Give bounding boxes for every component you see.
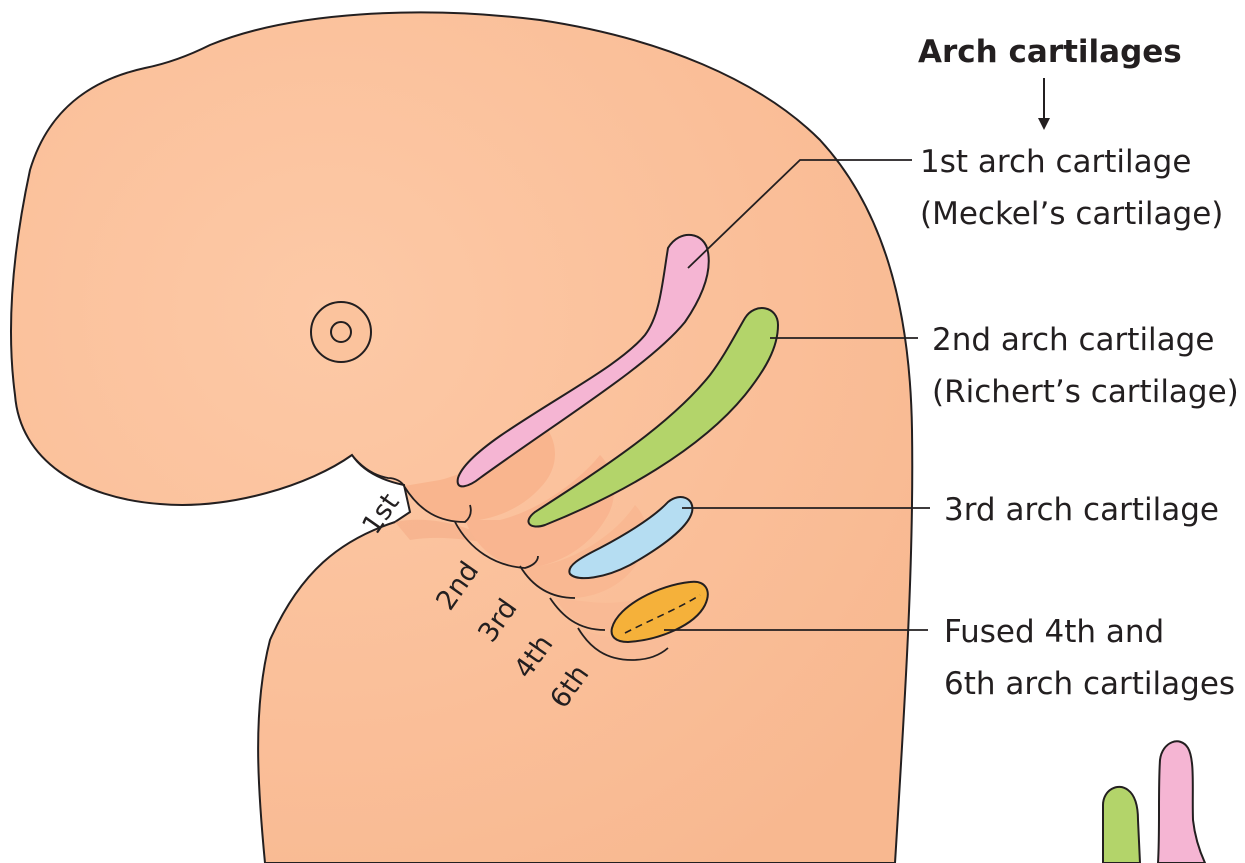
- label-fused-line1: Fused 4th and: [944, 614, 1164, 650]
- eye-inner-circle: [331, 322, 351, 342]
- label-first-arch-line1: 1st arch cartilage: [920, 144, 1191, 180]
- bottom-pink-cartilage: [1158, 741, 1205, 863]
- label-third-arch: 3rd arch cartilage: [944, 492, 1219, 528]
- embryo-body: [11, 12, 912, 863]
- label-second-arch-line2: (Richert’s cartilage): [932, 374, 1239, 410]
- label-second-arch-line1: 2nd arch cartilage: [932, 322, 1214, 358]
- heading-arch-cartilages: Arch cartilages: [918, 34, 1182, 70]
- label-first-arch-line2: (Meckel’s cartilage): [920, 196, 1223, 232]
- label-fused-line2: 6th arch cartilages: [944, 666, 1235, 702]
- bottom-green-cartilage: [1103, 787, 1140, 863]
- heading-arrow-head: [1038, 118, 1050, 130]
